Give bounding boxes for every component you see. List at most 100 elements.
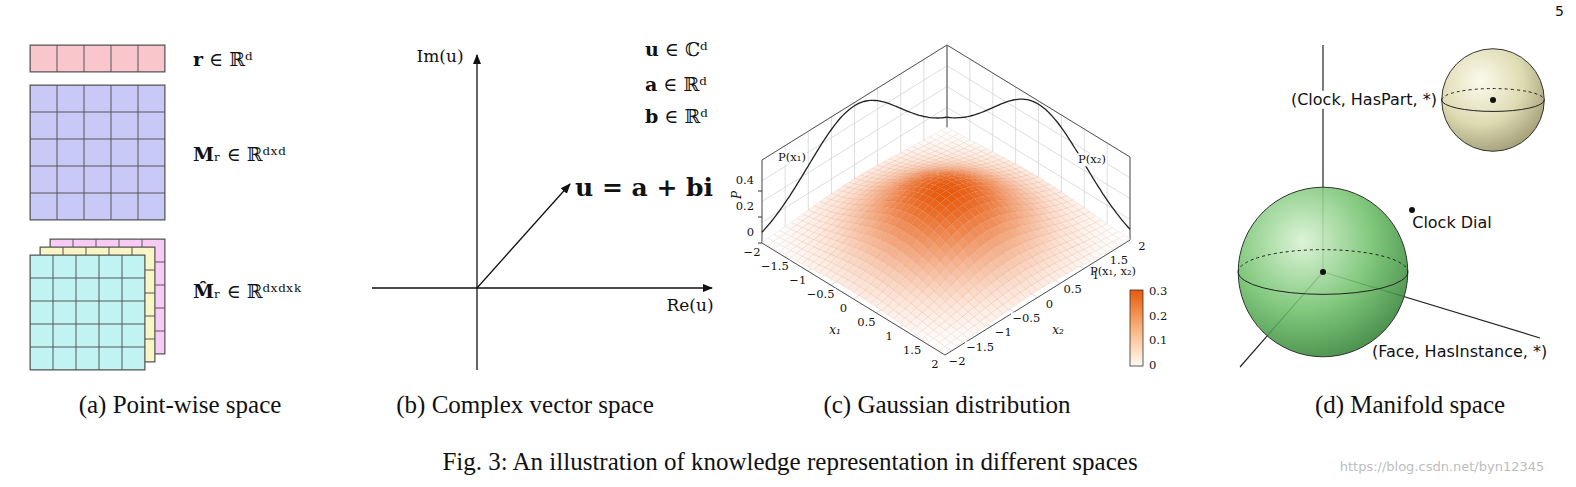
plot-stroke <box>947 45 948 128</box>
marginal-label: P(x₁) <box>777 151 807 164</box>
tick-label: 0.2 <box>1149 310 1167 323</box>
tick-label: −0.5 <box>1011 312 1041 325</box>
sphere-body <box>1238 187 1408 357</box>
plot-stroke <box>947 45 948 128</box>
plot-stroke <box>855 186 1038 298</box>
plot-stroke <box>831 200 1014 312</box>
plot-stroke <box>831 170 1016 285</box>
plot-stroke <box>1130 157 1131 240</box>
axis-label: x₂ <box>1052 324 1064 338</box>
panel-caption: (a) Point-wise space <box>79 391 282 420</box>
axis-label: Im(u) <box>416 47 463 67</box>
plot-stroke <box>1130 157 1131 240</box>
tick-label: 2 <box>1137 240 1146 253</box>
tick-label: −1 <box>994 327 1013 340</box>
tick-label: 0 <box>747 226 754 239</box>
tick-label: 1.5 <box>902 344 922 357</box>
center-dot <box>1320 269 1326 275</box>
figure-caption: Fig. 3: An illustration of knowledge rep… <box>442 448 1137 477</box>
plot-stroke <box>758 217 762 218</box>
plot-stroke <box>762 66 947 181</box>
plot-stroke <box>947 45 948 128</box>
tick-label: 0 <box>1149 359 1156 372</box>
math-label: b ∈ ℝᵈ <box>645 106 708 128</box>
tick-label: 0 <box>839 302 848 315</box>
plot-stroke <box>808 156 993 271</box>
plot-stroke <box>947 128 1130 240</box>
page-number: 5 <box>1555 3 1564 19</box>
sphere-body <box>1442 49 1545 152</box>
plot-stroke <box>947 87 1130 199</box>
math-label: r ∈ ℝᵈ <box>193 49 253 71</box>
axis-label: x₁ <box>829 324 841 338</box>
plot-stroke <box>945 240 1130 355</box>
plot-stroke <box>947 66 1130 178</box>
sphere-shape <box>1441 48 1545 152</box>
tick-label: 0.5 <box>1062 284 1082 297</box>
tick-label: 2 <box>930 358 939 371</box>
plot-stroke <box>878 171 1061 283</box>
plot-stroke <box>762 107 947 222</box>
point-wise-grids <box>30 45 165 370</box>
math-label: a ∈ ℝᵈ <box>645 74 707 96</box>
sphere-label: (Face, HasInstance, *) <box>1371 343 1548 361</box>
tick-label: 0.1 <box>1149 334 1167 347</box>
plot-stroke <box>785 229 968 341</box>
plot-stroke <box>762 160 763 243</box>
marginal-curve <box>762 100 947 232</box>
panel-caption: (b) Complex vector space <box>396 391 654 420</box>
tick-label: −1 <box>788 274 807 287</box>
sphere-shape <box>1237 186 1409 358</box>
plot-stroke <box>758 191 762 192</box>
sphere-equator <box>1238 272 1408 294</box>
tick-label: −2 <box>743 246 762 259</box>
plot-stroke <box>758 243 762 244</box>
panel-caption: (d) Manifold space <box>1315 391 1505 420</box>
plot-stroke <box>762 45 947 160</box>
sphere-equator <box>1238 250 1408 272</box>
tick-label: −0.5 <box>806 288 836 301</box>
panel-caption: (c) Gaussian distribution <box>823 391 1070 420</box>
plot-stroke <box>762 87 947 202</box>
complex-plane-axes <box>372 55 712 370</box>
tick-label: 0 <box>1045 298 1054 311</box>
tick-label: 0.4 <box>736 174 754 187</box>
tick-label: 0.3 <box>1149 285 1167 298</box>
tick-label: 1 <box>885 330 894 343</box>
plot-stroke <box>947 45 1130 157</box>
plot-stroke <box>947 107 1130 219</box>
watermark: https://blog.csdn.net/byn12345 <box>1340 460 1545 475</box>
plot-stroke <box>945 240 1130 355</box>
sphere: (Face, HasInstance, *) <box>1237 186 1409 358</box>
sphere: (Clock, HasPart, *) <box>1441 48 1545 152</box>
tick-label: −1.5 <box>965 341 995 354</box>
tick-label: −1.5 <box>760 260 790 273</box>
marginal-label: P(x₂) <box>1077 153 1107 166</box>
plot-stroke <box>899 212 1084 327</box>
point-label: Clock Dial <box>1412 214 1492 232</box>
plot-stroke <box>922 226 1107 341</box>
gaussian-surface <box>762 127 1130 354</box>
math-label: u ∈ ℂᵈ <box>645 39 708 61</box>
axis-label: Re(u) <box>666 296 713 316</box>
vector-equation: u = a + bi <box>575 174 713 203</box>
tick-label: −2 <box>948 355 967 368</box>
axis-label: P <box>731 191 745 199</box>
tick-label: 0.2 <box>736 200 754 213</box>
colorbar-title: P(x₁, x₂) <box>1090 265 1136 278</box>
plot-stroke <box>876 198 1061 313</box>
sphere-label: (Clock, HasPart, *) <box>1290 91 1438 109</box>
plot-stroke <box>762 160 763 243</box>
plot-stroke <box>762 45 947 160</box>
plot-stroke <box>901 157 1084 269</box>
marginal-curve <box>947 99 1130 229</box>
plot-stroke <box>947 45 1130 157</box>
plot-stroke <box>939 346 951 354</box>
color-bar <box>1130 290 1143 366</box>
plot-stroke <box>808 214 991 326</box>
plot-stroke <box>854 184 1039 299</box>
math-label: Mᵣ ∈ ℝᵈˣᵈ <box>193 144 286 166</box>
center-dot <box>1490 97 1496 103</box>
plot-stroke <box>924 142 1107 254</box>
math-label: M̂ᵣ ∈ ℝᵈˣᵈˣᵏ <box>193 281 301 303</box>
